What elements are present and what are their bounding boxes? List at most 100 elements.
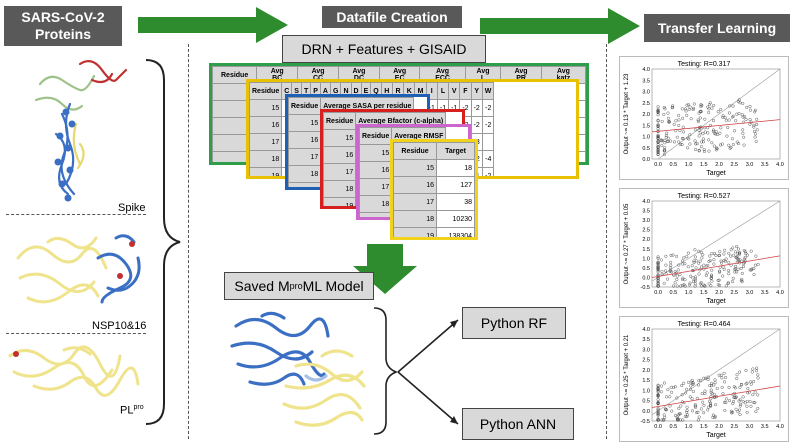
data-point [724, 397, 728, 401]
data-point [683, 414, 687, 418]
data-point [688, 281, 692, 285]
data-point [731, 246, 735, 250]
residue-cell: 15 [249, 99, 283, 117]
data-point [721, 114, 725, 118]
transfer-header-text: Transfer Learning [657, 20, 777, 36]
data-point [699, 109, 703, 113]
data-point [662, 153, 666, 157]
x-tick-label: 4.0 [776, 290, 784, 296]
plot-frame [651, 68, 781, 160]
residue-cell: 19 [288, 182, 322, 187]
data-point [731, 402, 735, 406]
data-point [712, 252, 716, 256]
data-point [708, 399, 712, 403]
data-point [656, 389, 660, 393]
data-point [734, 407, 738, 411]
data-point [692, 259, 696, 263]
x-tick-label: 2.0 [715, 162, 723, 168]
data-point [661, 418, 665, 422]
data-point [718, 250, 722, 254]
nsp-protein-image [16, 234, 141, 304]
data-point [736, 410, 740, 414]
data-point [696, 119, 700, 123]
y-axis-label: Output ~= 0.13 * Target + 1.23 [624, 73, 630, 154]
data-point [699, 145, 703, 149]
data-point [663, 415, 667, 419]
data-point [701, 137, 705, 141]
x-tick-label: 1.0 [685, 424, 693, 430]
data-point [746, 387, 750, 391]
data-point [706, 375, 710, 379]
python-ann-box: Python ANN [462, 408, 574, 440]
data-point [680, 107, 684, 111]
data-point [727, 260, 731, 264]
data-point [727, 118, 731, 122]
data-point [698, 131, 702, 135]
data-point [744, 117, 748, 121]
data-point [726, 282, 730, 286]
data-point [664, 269, 668, 273]
data-point [709, 401, 713, 405]
data-point [741, 101, 745, 105]
data-point [685, 103, 689, 107]
identity-line [651, 328, 781, 416]
divider-proteins-1 [6, 214, 146, 215]
data-point [700, 392, 704, 396]
data-point [693, 248, 697, 252]
data-point [656, 280, 660, 284]
data-point [694, 275, 698, 279]
datafile-header: Datafile Creation [322, 6, 462, 28]
data-point [662, 281, 666, 285]
target-cell: 10230 [436, 210, 475, 228]
data-point [669, 139, 673, 143]
data-point [723, 400, 727, 404]
data-point [723, 380, 727, 384]
fit-line [651, 119, 781, 133]
data-point [727, 269, 731, 273]
data-point [702, 411, 706, 415]
data-point [727, 143, 731, 147]
data-point [697, 272, 701, 276]
residue-cell: 19 [359, 212, 393, 217]
data-point [709, 284, 713, 288]
data-point [656, 270, 660, 274]
data-point [656, 133, 660, 137]
data-point [727, 385, 731, 389]
fit-line [651, 385, 781, 408]
data-point [699, 378, 703, 382]
data-point [708, 254, 712, 258]
data-point [756, 262, 760, 266]
data-point [690, 378, 694, 382]
data-point [753, 108, 757, 112]
data-point [688, 142, 692, 146]
x-tick-label: 0.5 [670, 162, 678, 168]
data-point [745, 253, 749, 257]
y-tick-label: 0.0 [642, 275, 650, 281]
data-point [755, 117, 759, 121]
data-point [686, 413, 690, 417]
plot-title: Testing: R=0.527 [678, 193, 731, 200]
data-point [679, 284, 683, 288]
data-point [693, 128, 697, 132]
data-point [685, 410, 689, 414]
y-tick-label: 2.0 [642, 368, 650, 374]
data-point [698, 259, 702, 263]
data-point [708, 383, 712, 387]
data-point [663, 107, 667, 111]
table-header-cell: Target [436, 142, 475, 160]
nsp-label: NSP10&16 [92, 320, 147, 332]
data-point [752, 400, 756, 404]
y-tick-label: 3.0 [642, 218, 650, 224]
data-point [727, 251, 731, 255]
data-point [689, 384, 693, 388]
table-header-cell: F [459, 82, 472, 100]
value-cell: -2 [470, 99, 483, 117]
data-point [690, 409, 694, 413]
residue-cell: 18 [288, 165, 322, 183]
data-point [656, 255, 660, 259]
data-point [676, 268, 680, 272]
data-point [709, 276, 713, 280]
data-point [745, 381, 749, 385]
